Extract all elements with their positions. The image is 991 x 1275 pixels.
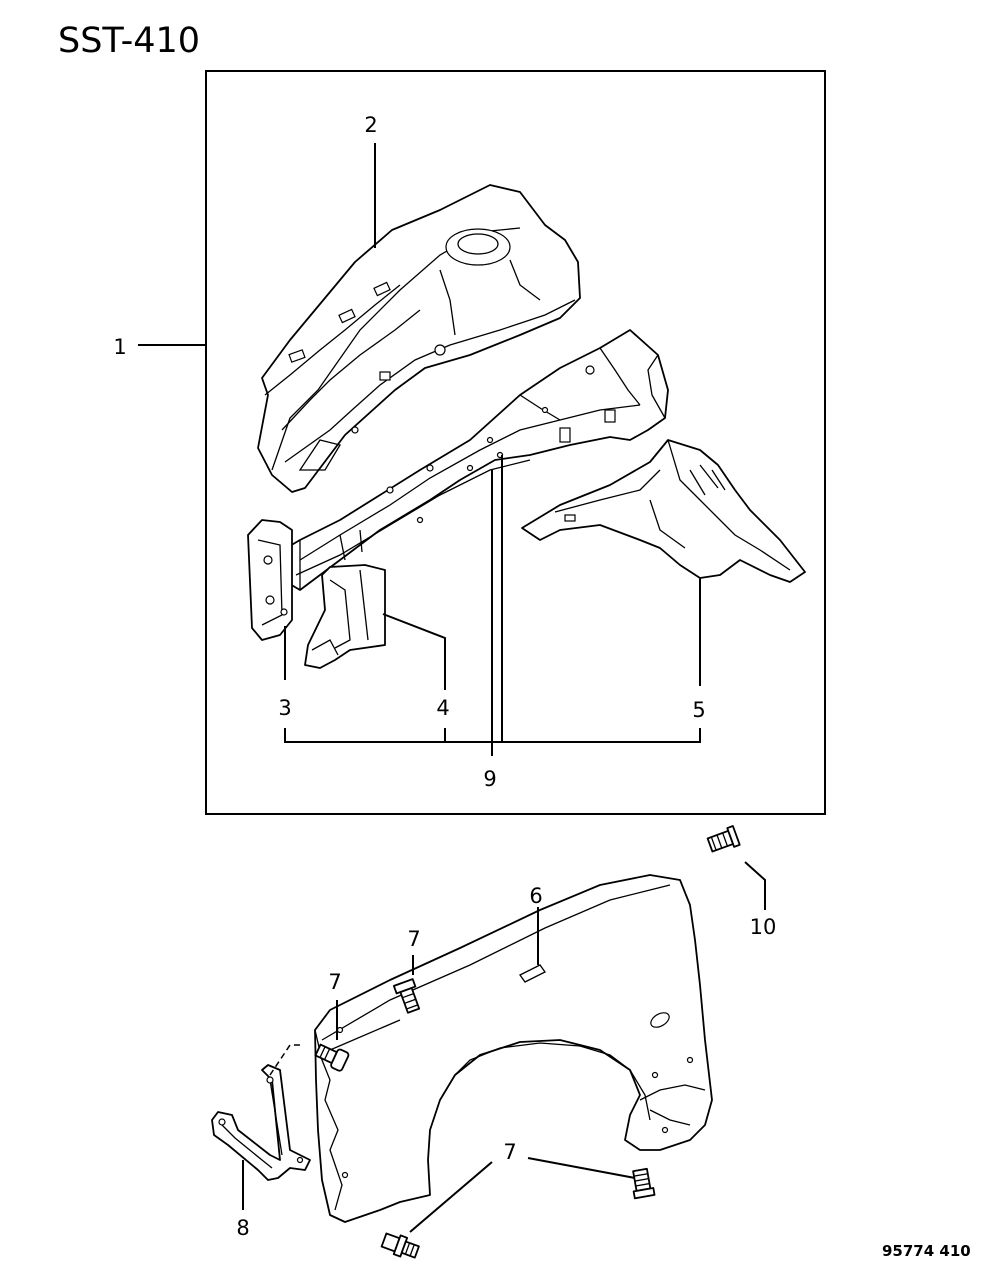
bolt-lower-right bbox=[632, 1167, 656, 1200]
part-bracket-left bbox=[247, 519, 293, 641]
callout-lines bbox=[138, 143, 701, 756]
bolt-lower-left bbox=[380, 1232, 420, 1259]
callout-10: 10 bbox=[750, 915, 777, 939]
callout-8: 8 bbox=[236, 1216, 249, 1240]
callout-lines-lower bbox=[242, 861, 766, 1233]
callout-6: 6 bbox=[529, 884, 542, 908]
part-front-side-member-upper bbox=[257, 184, 581, 493]
bolt-top bbox=[392, 978, 421, 1014]
assembly-frame bbox=[205, 70, 826, 815]
callout-2: 2 bbox=[364, 113, 377, 137]
guide-line-dashed bbox=[269, 1044, 300, 1076]
callout-7-left: 7 bbox=[328, 970, 341, 994]
callout-7-top: 7 bbox=[407, 927, 420, 951]
part-front-side-member bbox=[282, 329, 669, 591]
bolt-left bbox=[314, 1043, 350, 1072]
callout-3: 3 bbox=[278, 696, 291, 720]
part-bracket-center bbox=[304, 564, 386, 669]
part-fender bbox=[314, 874, 713, 1223]
diagram-title: SST-410 bbox=[58, 21, 200, 61]
callout-4: 4 bbox=[436, 696, 449, 720]
callout-9: 9 bbox=[483, 767, 496, 791]
callout-1: 1 bbox=[113, 335, 126, 359]
part-apron-rear bbox=[521, 439, 806, 583]
diagram-code: 95774 410 bbox=[882, 1242, 971, 1260]
bolt-upper-right bbox=[706, 825, 741, 853]
callout-7-bottom: 7 bbox=[503, 1140, 516, 1164]
part-fender-bracket bbox=[211, 1064, 311, 1181]
callout-5: 5 bbox=[692, 698, 705, 722]
